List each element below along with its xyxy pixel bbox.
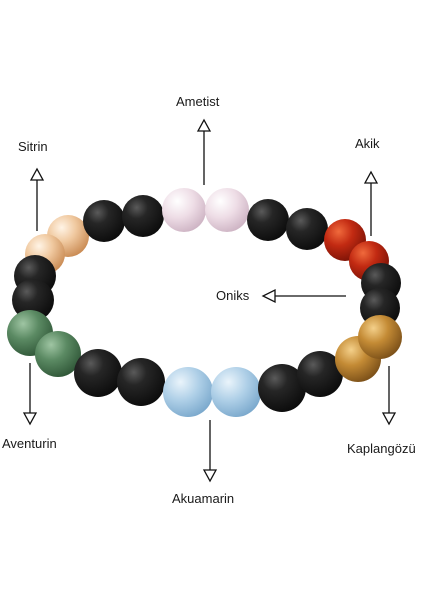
side-beads: [12, 255, 401, 328]
ametist-bead: [205, 188, 249, 232]
oniks-bead: [117, 358, 165, 406]
oniks-bead: [12, 279, 54, 321]
front-beads: [7, 310, 402, 417]
aventurin-bead: [35, 331, 81, 377]
kaplangozu-bead: [358, 315, 402, 359]
label-ametist: Ametist: [176, 94, 220, 109]
oniks-bead: [297, 351, 343, 397]
callout-arrows: [22, 118, 397, 483]
oniks-bead: [258, 364, 306, 412]
arrowhead-icon: [381, 412, 397, 426]
arrowhead-icon: [261, 288, 276, 304]
oniks-bead: [122, 195, 164, 237]
label-akik: Akik: [355, 136, 380, 151]
back-beads: [25, 188, 389, 281]
ametist-bead: [162, 188, 206, 232]
arrowhead-icon: [29, 167, 45, 181]
label-kaplangozu: Kaplangözü: [347, 441, 416, 456]
arrowhead-icon: [202, 469, 218, 483]
oniks-bead: [74, 349, 122, 397]
oniks-bead: [286, 208, 328, 250]
oniks-bead: [83, 200, 125, 242]
akuamarin-bead: [211, 367, 261, 417]
arrowhead-icon: [363, 170, 379, 184]
label-sitrin: Sitrin: [18, 139, 48, 154]
oniks-bead: [247, 199, 289, 241]
arrowhead-icon: [196, 118, 212, 132]
label-akuamarin: Akuamarin: [172, 491, 235, 506]
label-oniks: Oniks: [216, 288, 250, 303]
arrowhead-icon: [22, 412, 38, 426]
label-aventurin: Aventurin: [2, 436, 57, 451]
akuamarin-bead: [163, 367, 213, 417]
